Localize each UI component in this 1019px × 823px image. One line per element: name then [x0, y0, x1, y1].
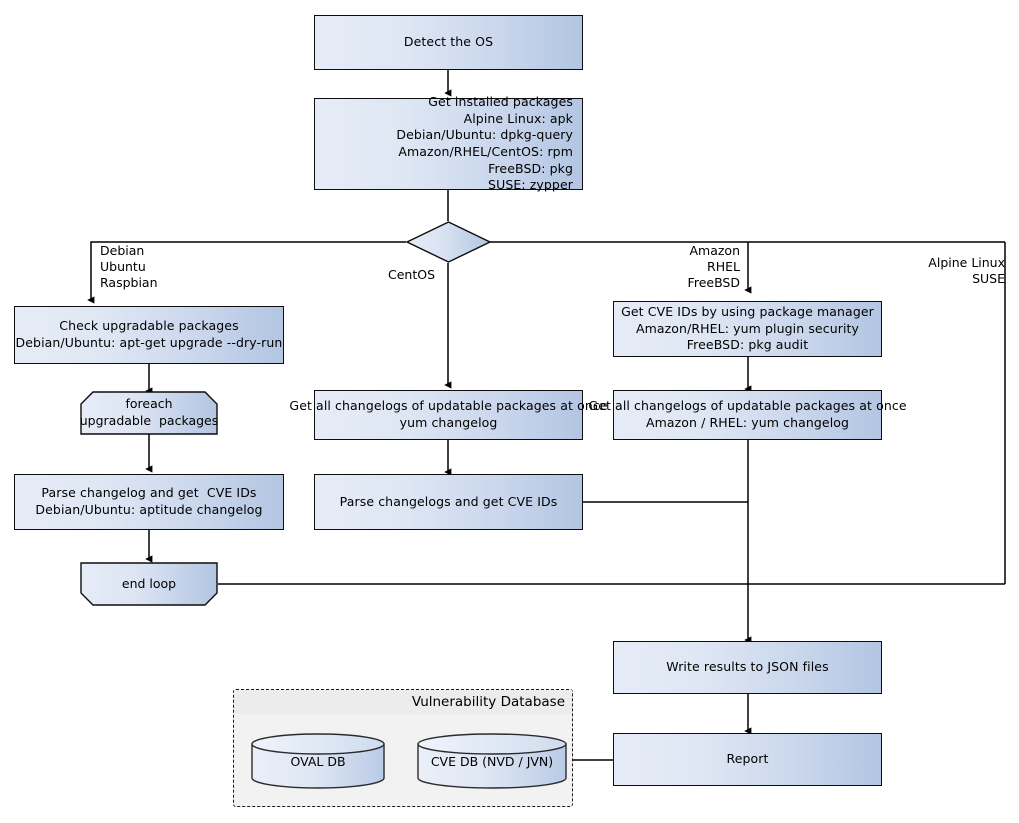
node-label: Parse changelog and get CVE IDs Debian/U… — [35, 485, 263, 517]
node-decision-os-family[interactable] — [405, 221, 492, 263]
node-label: Write results to JSON files — [666, 659, 829, 675]
db-cylinder-oval[interactable]: OVAL DB — [251, 733, 385, 789]
edge-label-alpine: Alpine Linux SUSE — [928, 255, 1005, 286]
node-parse-changelog-debian[interactable]: Parse changelog and get CVE IDs Debian/U… — [14, 474, 284, 530]
edge-label-debian: Debian Ubuntu Raspbian — [100, 243, 158, 290]
node-label: foreach upgradable packages — [79, 396, 219, 428]
node-get-cve-ids-package-manager[interactable]: Get CVE IDs by using package manager Ama… — [613, 301, 882, 357]
edge-label-amazon: Amazon RHEL FreeBSD — [687, 243, 740, 290]
group-title-label: Vulnerability Database — [411, 694, 565, 710]
node-changelogs-amazon[interactable]: Get all changelogs of updatable packages… — [588, 390, 907, 440]
node-label: Get CVE IDs by using package manager Ama… — [621, 304, 874, 353]
node-end-loop[interactable]: end loop — [80, 562, 218, 606]
node-label: Detect the OS — [403, 34, 494, 50]
node-write-results-json[interactable]: Write results to JSON files — [613, 641, 882, 694]
node-changelogs-centos[interactable]: Get all changelogs of updatable packages… — [289, 390, 608, 440]
node-report[interactable]: Report — [613, 733, 882, 786]
node-label: Get all changelogs of updatable packages… — [588, 398, 907, 430]
node-foreach-loop-start[interactable]: foreach upgradable packages — [80, 391, 218, 435]
vulnerability-database-title: Vulnerability Database — [234, 690, 572, 714]
node-parse-changelogs-centos[interactable]: Parse changelogs and get CVE IDs — [314, 474, 583, 530]
node-get-installed-packages[interactable]: Get installed packages Alpine Linux: apk… — [314, 94, 583, 192]
node-label: Report — [726, 751, 769, 767]
node-label — [406, 221, 491, 263]
db-cylinder-cve[interactable]: CVE DB (NVD / JVN) — [417, 733, 567, 789]
node-label: Check upgradable packages Debian/Ubuntu:… — [15, 318, 283, 350]
node-label: Get installed packages Alpine Linux: apk… — [396, 94, 573, 193]
db-label: OVAL DB — [290, 753, 346, 769]
db-label: CVE DB (NVD / JVN) — [430, 753, 554, 769]
node-label: Parse changelogs and get CVE IDs — [339, 493, 558, 509]
node-label: end loop — [121, 575, 177, 591]
node-check-upgradable[interactable]: Check upgradable packages Debian/Ubuntu:… — [14, 306, 284, 364]
edge-label-centos: CentOS — [388, 267, 436, 282]
node-label: Get all changelogs of updatable packages… — [289, 398, 608, 430]
node-detect-os[interactable]: Detect the OS — [314, 15, 583, 70]
